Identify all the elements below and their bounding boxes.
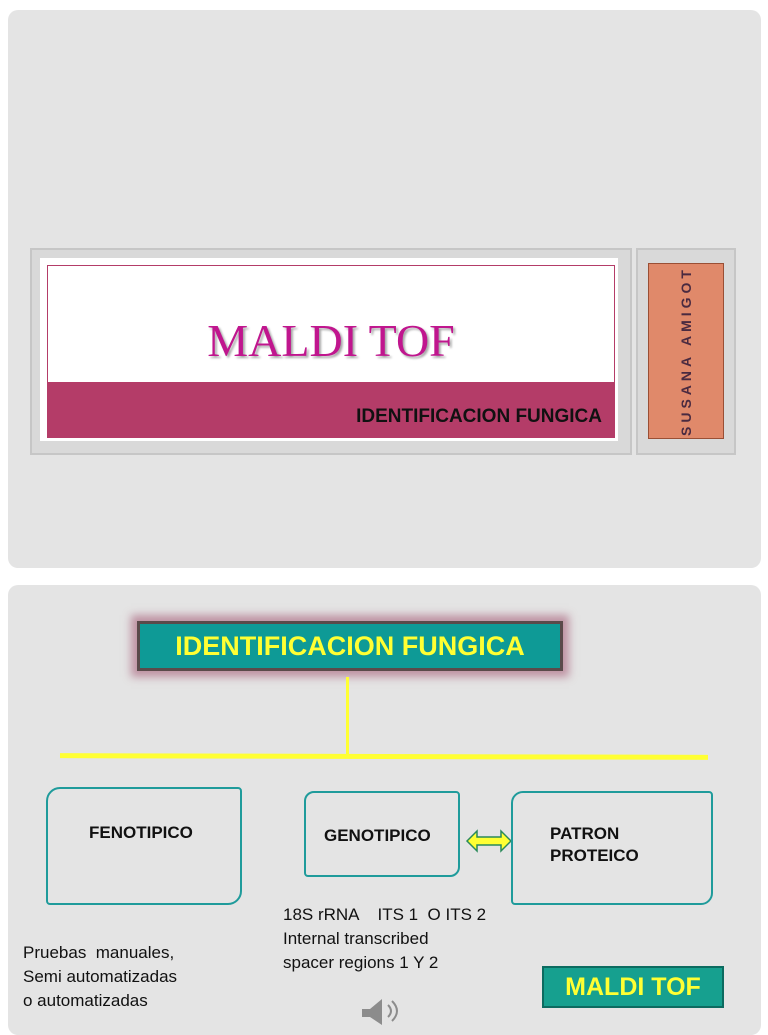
slide-title: MALDI TOF: [207, 315, 455, 366]
node-patron-line2: PROTEICO: [550, 846, 639, 865]
title-slide: MALDI TOF IDENTIFICACION FUNGICA SUSANA …: [8, 10, 761, 568]
double-arrow-icon: [465, 829, 513, 853]
diagram-header-text: IDENTIFICACION FUNGICA: [175, 630, 525, 661]
author-name: SUSANA AMIGOT: [678, 266, 694, 436]
fenotipico-note-1: Pruebas manuales,: [23, 943, 175, 962]
node-patron-proteico: PATRON PROTEICO: [511, 791, 713, 905]
subtitle-band: IDENTIFICACION FUNGICA: [48, 382, 614, 437]
maldi-tof-label: MALDI TOF: [565, 972, 701, 1001]
node-fenotipico-label: FENOTIPICO: [89, 823, 193, 842]
fenotipico-note-2: Semi automatizadas: [23, 967, 178, 986]
node-fenotipico: FENOTIPICO: [46, 787, 242, 905]
speaker-icon[interactable]: [358, 995, 410, 1025]
fenotipico-notes: Pruebas manuales, Semi automatizadas o a…: [23, 941, 177, 1013]
connector-horizontal: [59, 753, 709, 760]
genotipico-note-2: Internal transcribed: [283, 929, 429, 948]
node-patron-label: PATRON PROTEICO: [550, 823, 639, 867]
node-patron-line1: PATRON: [550, 824, 620, 843]
title-panel: MALDI TOF IDENTIFICACION FUNGICA: [30, 248, 632, 455]
node-genotipico: GENOTIPICO: [304, 791, 460, 877]
genotipico-note-3: spacer regions 1 Y 2: [283, 953, 439, 972]
diagram-header: IDENTIFICACION FUNGICA: [137, 621, 563, 671]
node-genotipico-label: GENOTIPICO: [324, 826, 431, 845]
maldi-tof-label-box: MALDI TOF: [542, 966, 724, 1008]
diagram-slide: IDENTIFICACION FUNGICA FENOTIPICO GENOTI…: [8, 585, 761, 1035]
slide-subtitle: IDENTIFICACION FUNGICA: [356, 406, 602, 427]
connector-vertical: [346, 677, 349, 757]
genotipico-note-1: 18S rRNA ITS 1 O ITS 2: [283, 905, 487, 924]
author-box: SUSANA AMIGOT: [648, 263, 724, 439]
author-panel: SUSANA AMIGOT: [636, 248, 736, 455]
title-card: MALDI TOF IDENTIFICACION FUNGICA: [40, 258, 618, 441]
genotipico-notes: 18S rRNA ITS 1 O ITS 2 Internal transcri…: [283, 903, 486, 975]
title-frame: MALDI TOF IDENTIFICACION FUNGICA: [47, 265, 615, 438]
fenotipico-note-3: o automatizadas: [23, 991, 148, 1010]
